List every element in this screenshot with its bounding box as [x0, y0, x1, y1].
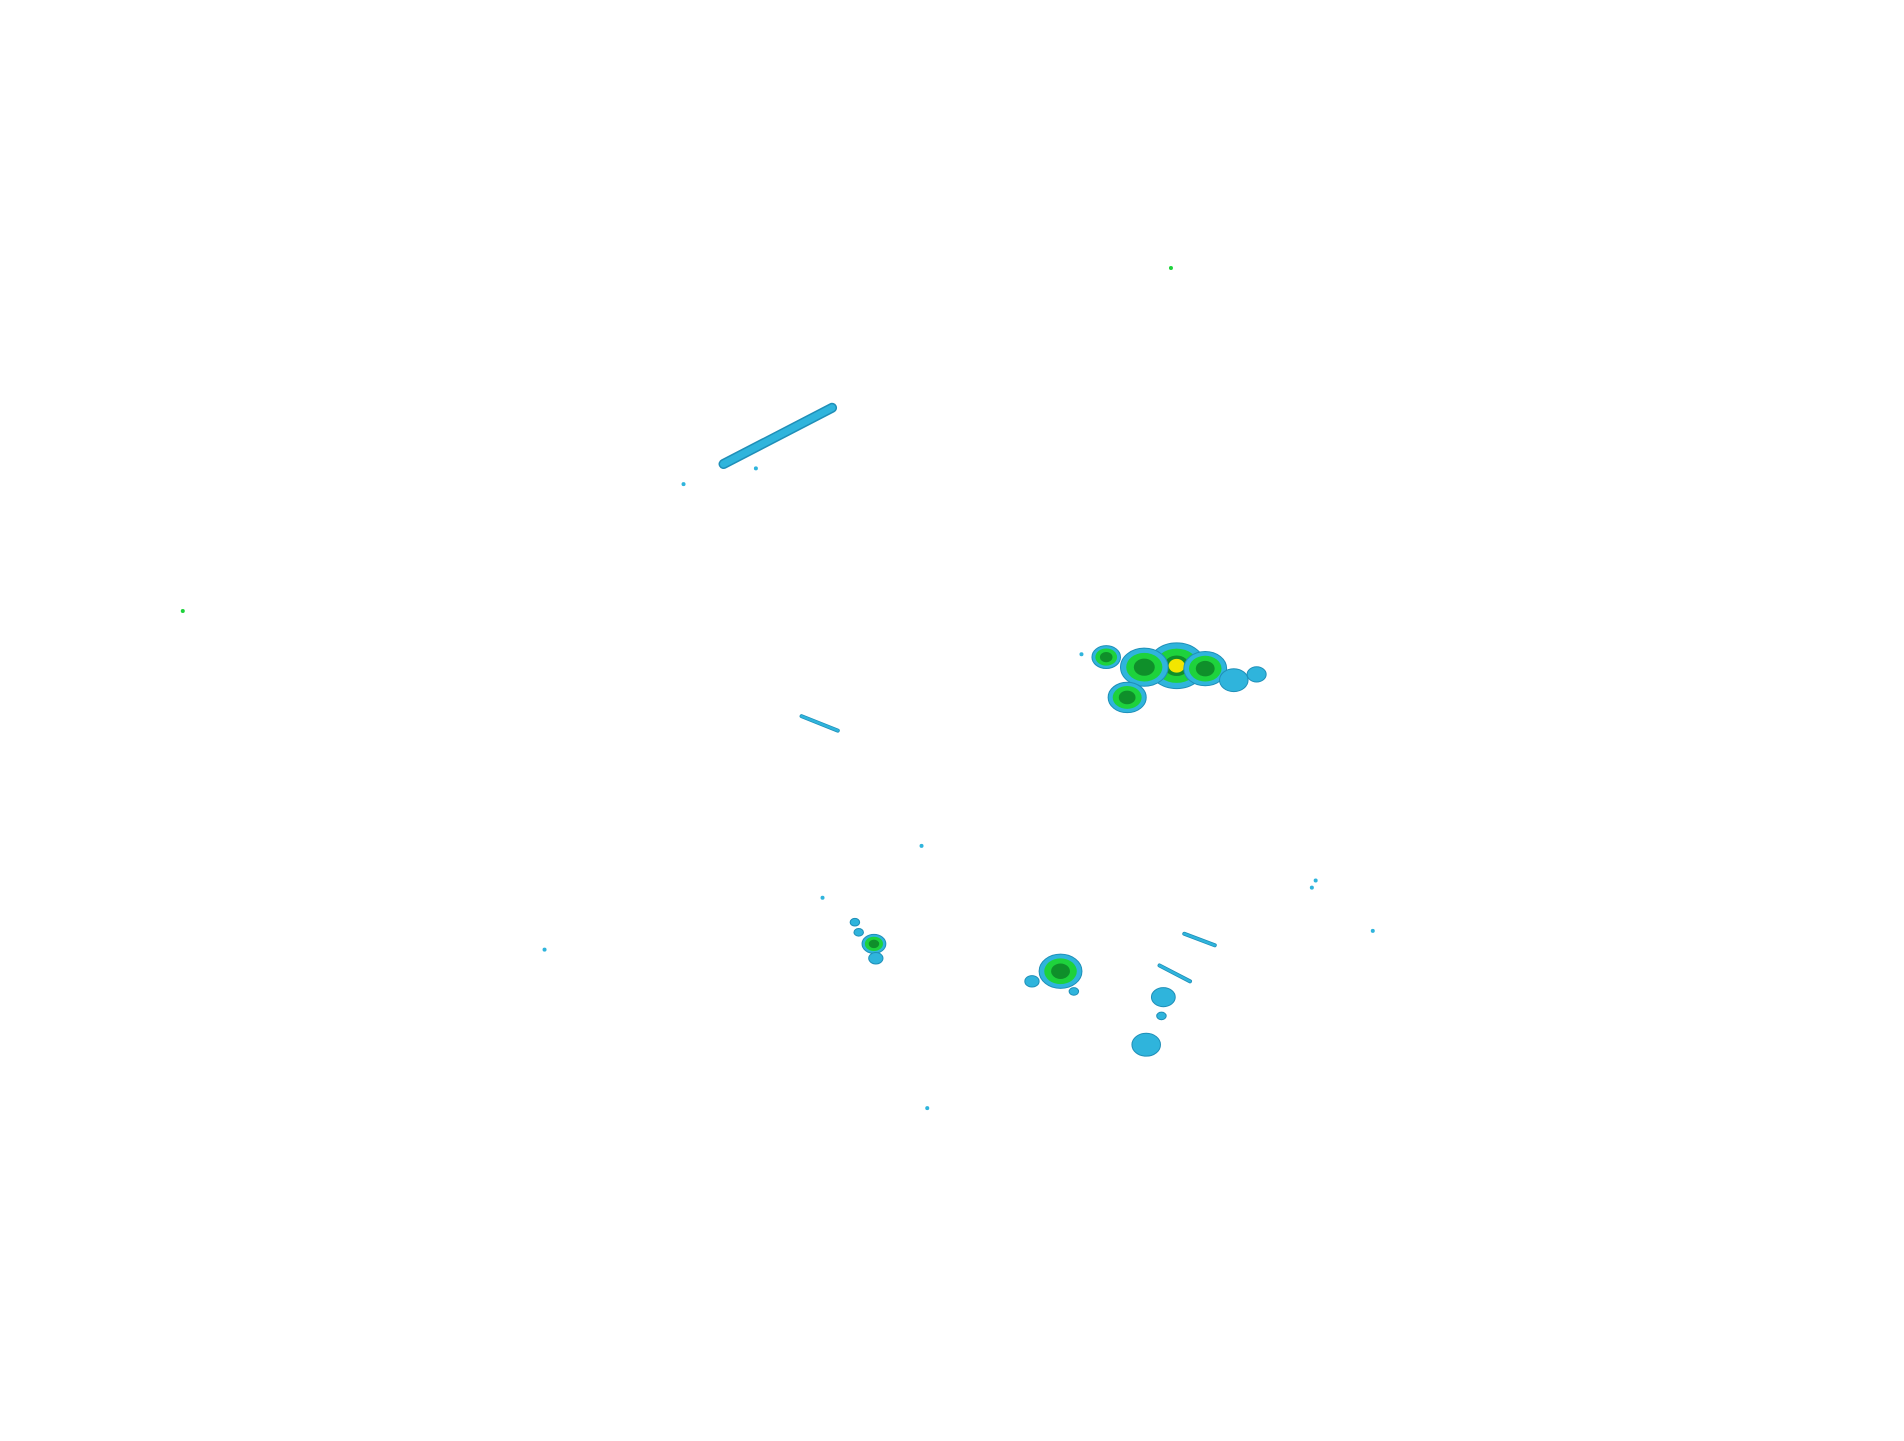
echo-cell-sw-3 — [1068, 987, 1080, 996]
echo-cell-s-1 — [1150, 987, 1176, 1008]
echo-dot-7 — [1309, 885, 1314, 890]
echo-streak-south-2 — [1157, 963, 1192, 984]
echo-dot-5 — [820, 895, 825, 900]
echo-cell-main-4 — [1219, 668, 1249, 693]
echo-cell-s-3 — [1131, 1032, 1161, 1057]
echo-light — [1219, 668, 1249, 693]
echo-dot — [919, 843, 924, 848]
echo-moderate-core — [1051, 963, 1070, 979]
echo-light — [853, 928, 864, 937]
echo-band — [1183, 932, 1217, 947]
echo-dot — [820, 895, 825, 900]
echo-moderate-core — [868, 939, 880, 949]
echo-dot — [681, 482, 686, 487]
echo-cell-main-2 — [1120, 647, 1169, 687]
echo-dot-far-west — [180, 608, 185, 613]
echo-dot — [1309, 885, 1314, 890]
echo-band — [720, 404, 836, 468]
echo-dot — [1313, 878, 1318, 883]
echo-light — [1068, 987, 1080, 996]
echo-moderate-core — [1099, 651, 1113, 663]
echo-moderate-core — [1195, 660, 1215, 677]
echo-dot — [1168, 266, 1173, 271]
echo-dot-10 — [925, 1106, 930, 1111]
echo-dot-2 — [681, 482, 686, 487]
echo-dot-4 — [919, 843, 924, 848]
echo-streak-west — [799, 714, 840, 733]
echo-cell-w-2 — [868, 952, 884, 965]
echo-dot-9 — [1370, 928, 1375, 933]
echo-cell-w-4 — [853, 928, 864, 937]
echo-band — [1158, 964, 1192, 983]
echo-dot — [753, 466, 758, 471]
echo-cell-s-2 — [1156, 1011, 1167, 1021]
echo-dot-8 — [1313, 878, 1318, 883]
echo-cell-main-5 — [1246, 666, 1267, 683]
echo-cell-w-1 — [861, 933, 887, 954]
echo-cell-main-3 — [1183, 650, 1228, 687]
echo-dot — [542, 947, 547, 952]
echo-cell-north-west — [1091, 645, 1122, 670]
echo-dot-6 — [542, 947, 547, 952]
echo-cell-w-3 — [849, 917, 861, 927]
echo-moderate-core — [1118, 690, 1136, 705]
echo-streak-south-1 — [1182, 931, 1217, 948]
echo-light — [1024, 975, 1040, 988]
echo-moderate-core — [1133, 658, 1155, 676]
echo-strong — [1168, 658, 1185, 673]
echo-dot-1 — [753, 466, 758, 471]
echo-dot-3 — [1079, 652, 1084, 657]
echo-dot-n — [1168, 266, 1173, 271]
echo-dot — [1370, 928, 1375, 933]
echo-band — [800, 714, 840, 732]
echo-light — [1131, 1032, 1161, 1057]
echo-cell-sw-2 — [1024, 975, 1040, 988]
echo-dot — [925, 1106, 930, 1111]
echo-light — [1156, 1011, 1167, 1021]
echo-light — [868, 952, 884, 965]
echo-light — [849, 917, 861, 927]
echo-light — [1246, 666, 1267, 683]
echo-light — [1150, 987, 1176, 1008]
echo-cell-sw-1 — [1038, 953, 1083, 989]
echo-layer — [180, 266, 1375, 1111]
echo-cell-south-main — [1107, 681, 1147, 714]
echo-dot — [1079, 652, 1084, 657]
echo-dot — [180, 608, 185, 613]
echo-long-band — [718, 402, 838, 470]
